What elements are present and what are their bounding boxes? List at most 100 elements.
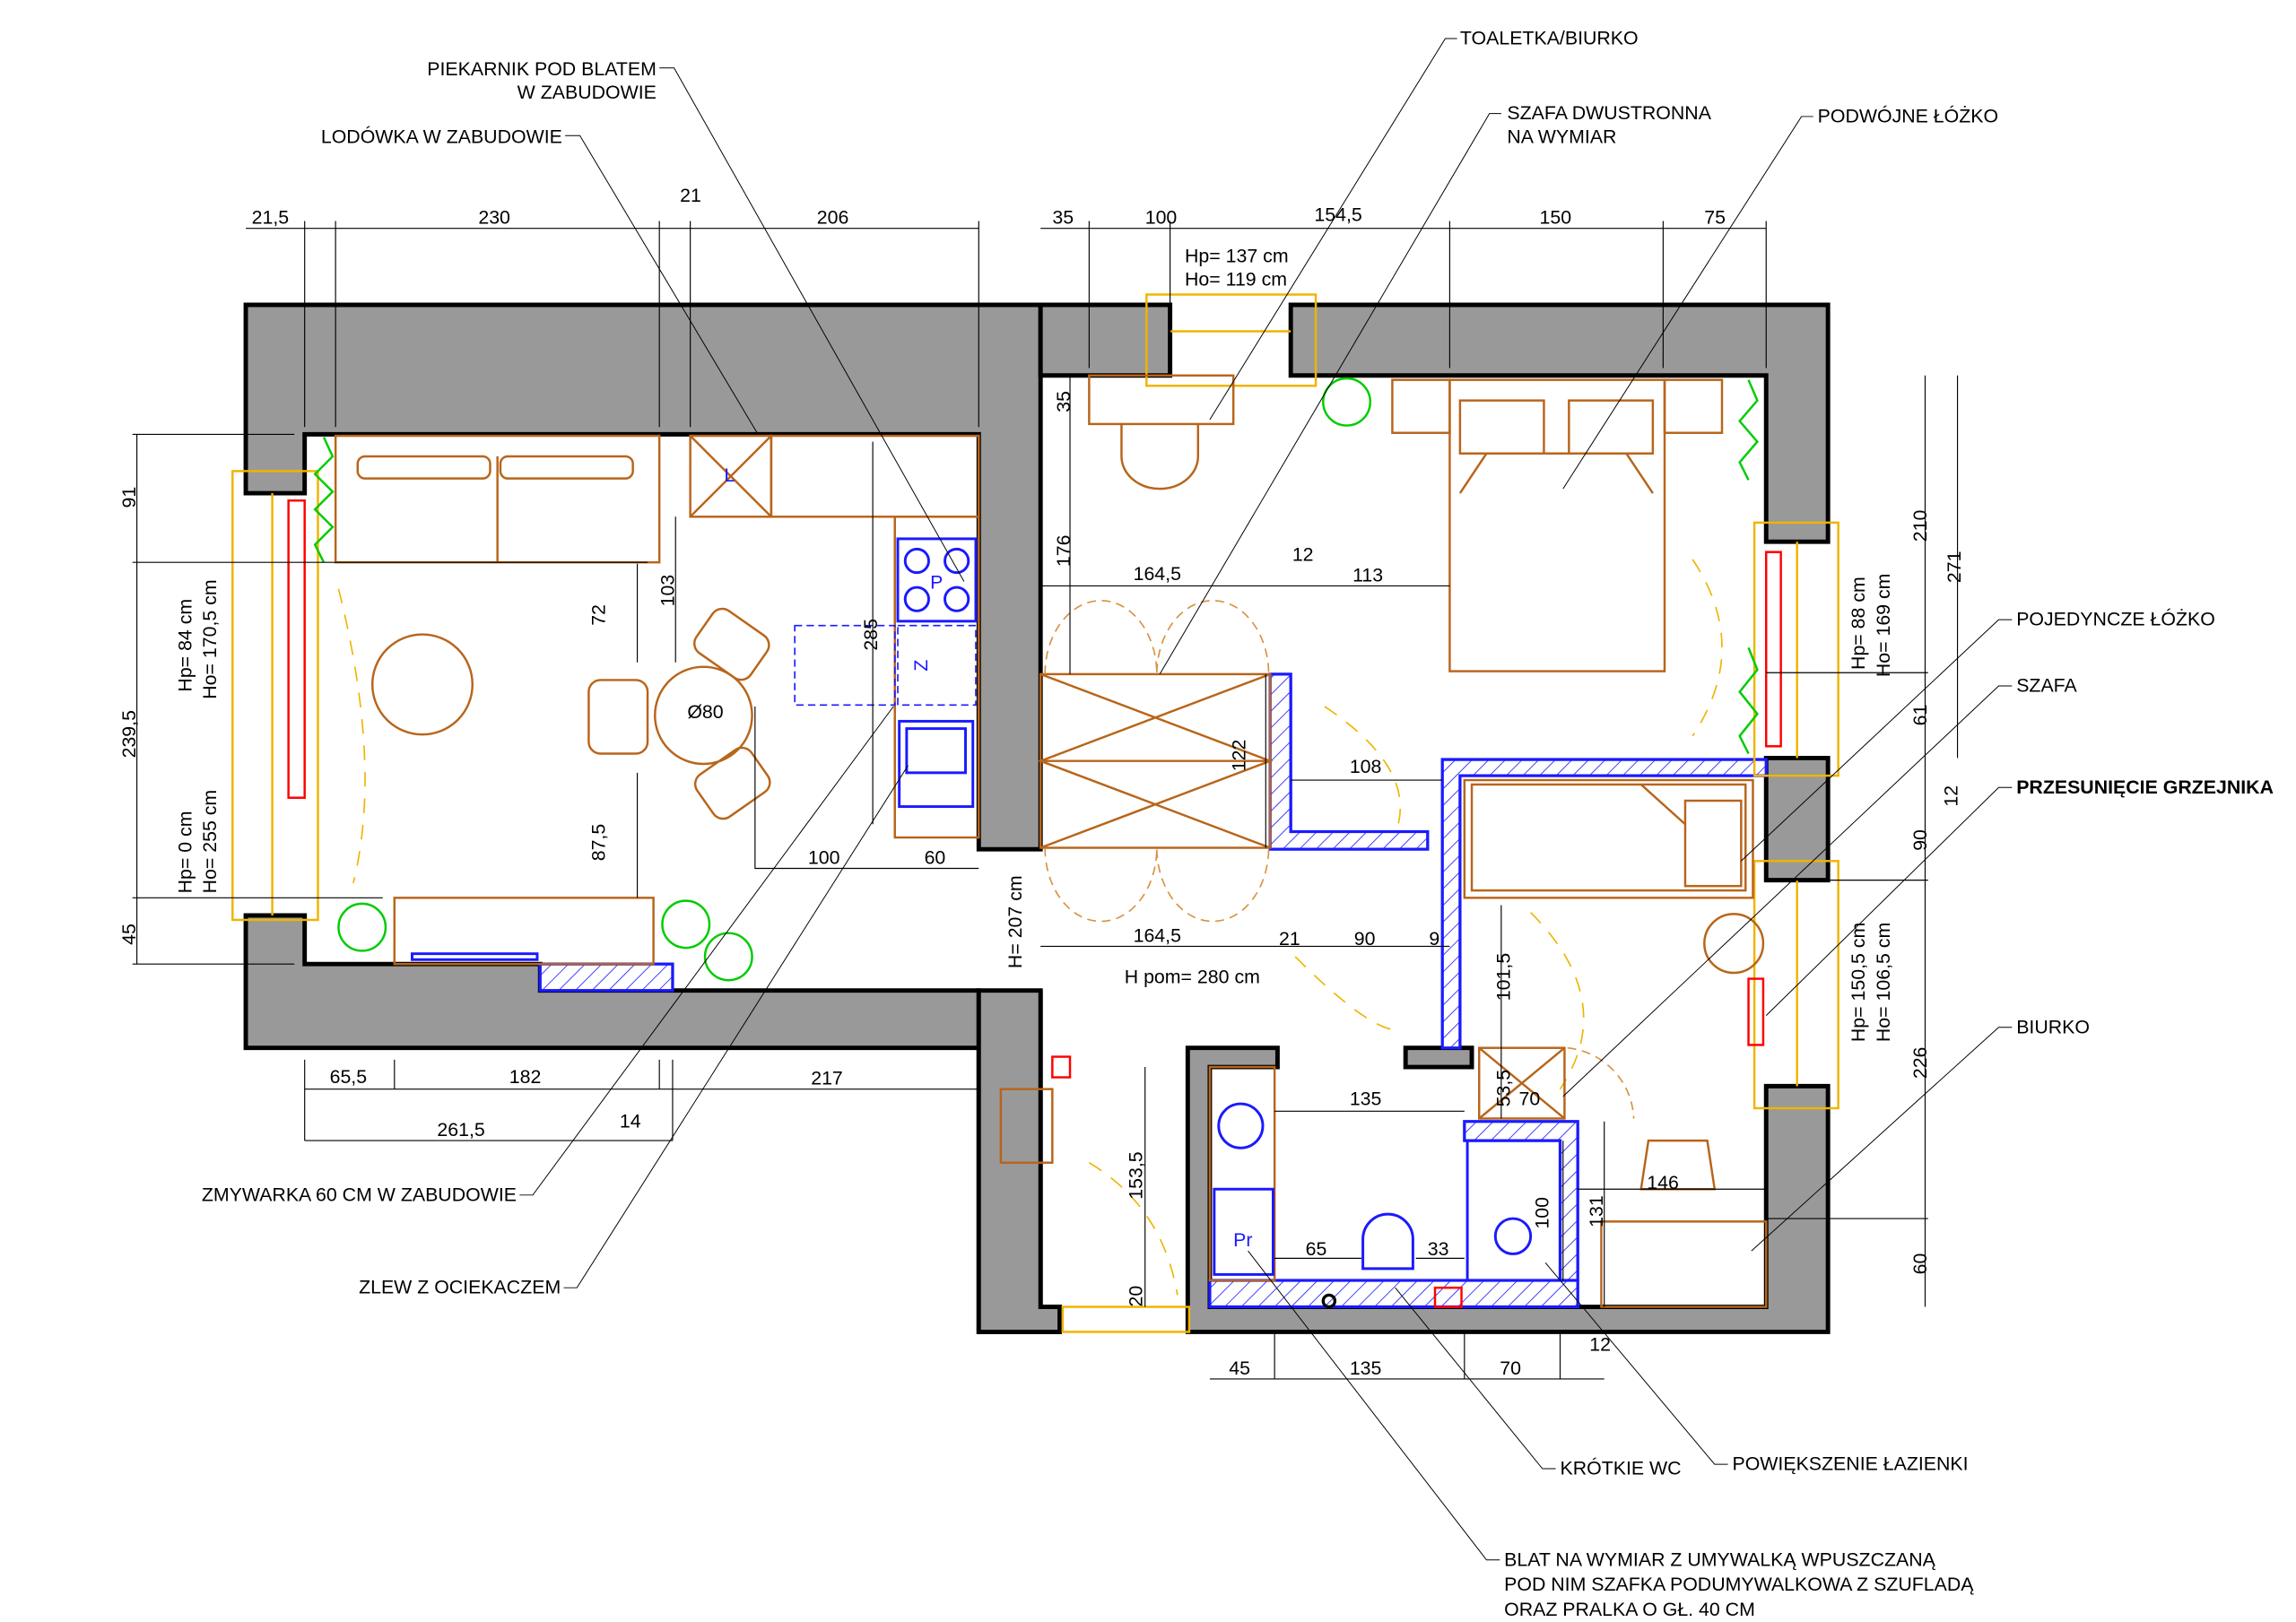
radiator-niche <box>538 962 674 993</box>
dim-label: 65 <box>1306 1238 1327 1260</box>
dim-label: 206 <box>817 207 849 229</box>
leader-lines <box>519 38 2013 1561</box>
chair <box>692 607 770 681</box>
radiator-right-1 <box>1765 551 1782 748</box>
dim-label: Ø80 <box>687 701 723 723</box>
wall-left-block <box>243 302 1043 852</box>
dim-label: 53,5 <box>1493 1070 1515 1107</box>
dim-label: 153,5 <box>1125 1151 1146 1199</box>
dim-label: 33 <box>1428 1238 1449 1260</box>
washer-symbol: Pr <box>1233 1229 1252 1251</box>
label-wc: KRÓTKIE WC <box>1560 1457 1681 1479</box>
dim-label: 75 <box>1704 207 1726 229</box>
radiator-right-2 <box>1747 977 1765 1046</box>
dining-table <box>654 665 753 766</box>
shower-tray <box>1465 1139 1561 1282</box>
label-desk: BIURKO <box>2016 1016 2090 1037</box>
dim-label: 100 <box>808 847 840 869</box>
desk-vanity <box>1088 374 1235 490</box>
window-right-1 <box>1752 521 1839 777</box>
dim-label: 60 <box>1909 1253 1931 1275</box>
dim-label: 226 <box>1909 1047 1931 1080</box>
dim-label: 21,5 <box>252 207 290 229</box>
label-sink: ZLEW Z OCIEKACZEM <box>359 1277 561 1298</box>
chair <box>693 746 771 820</box>
dim-label: 103 <box>657 575 679 607</box>
label-double-bed: PODWÓJNE ŁÓŻKO <box>1818 105 1998 127</box>
dim-label: 100 <box>1145 207 1178 229</box>
dim-label: 150 <box>1540 207 1572 229</box>
dim-label: 230 <box>478 207 510 229</box>
window-top-height: Ho= 119 cm <box>1185 269 1287 291</box>
label-oven: PIEKARNIK POD BLATEM <box>427 58 657 80</box>
dim-label: 164,5 <box>1134 563 1181 585</box>
label-fridge: LODÓWKA W ZABUDOWIE <box>321 125 562 147</box>
kitchen-counter <box>893 516 980 839</box>
curtain <box>313 437 335 563</box>
dim-label: 100 <box>1531 1197 1552 1229</box>
label-countertop-3: ORAZ PRALKA O GŁ. 40 CM <box>1504 1599 1755 1620</box>
dim-label: 164,5 <box>1134 925 1181 947</box>
dim-label: 12 <box>1292 544 1314 566</box>
label-countertop: BLAT NA WYMIAR Z UMYWALKĄ WPUSZCZANĄ <box>1504 1548 1936 1570</box>
sideboard <box>393 897 655 966</box>
curtain <box>1738 646 1759 755</box>
plant-icon <box>703 932 753 982</box>
label-oven-2: W ZABUDOWIE <box>517 82 657 103</box>
washing-machine <box>1213 1187 1274 1276</box>
wall-top-right-1 <box>1038 302 1173 378</box>
dim-label: 20 <box>1125 1286 1146 1307</box>
furniture: L P Z <box>334 374 1768 1309</box>
dim-label: 113 <box>1352 565 1383 586</box>
dim-label: 60 <box>925 847 946 869</box>
oven <box>898 719 975 809</box>
window-sill-height: Hp= 88 cm <box>1848 577 1869 670</box>
window-left <box>231 470 319 922</box>
plant-icon <box>1322 377 1372 427</box>
tv <box>411 952 539 961</box>
label-dishwasher: ZMYWARKA 60 CM W ZABUDOWIE <box>202 1184 517 1205</box>
plant-icon <box>337 902 387 952</box>
label-wardrobe: SZAFA <box>2016 675 2077 697</box>
window-sill-height: Hp= 84 cm <box>174 599 196 692</box>
dim-label: 45 <box>118 924 140 945</box>
cooktop <box>896 537 978 623</box>
dim-label: 35 <box>1053 391 1074 412</box>
label-double-wardrobe: SZAFA DWUSTRONNA <box>1507 102 1711 124</box>
dim-label: 12 <box>1589 1334 1611 1356</box>
label-double-wardrobe-2: NA WYMIAR <box>1507 126 1616 147</box>
window-sill-height: Hp= 150,5 cm <box>1848 923 1869 1042</box>
kitchen-upper-cabinets <box>770 434 980 518</box>
dim-label: 45 <box>1229 1357 1250 1379</box>
toilet <box>1361 1212 1414 1271</box>
dim-label: 176 <box>1053 534 1074 567</box>
plants <box>313 377 1760 982</box>
dim-label: 87,5 <box>587 824 609 862</box>
dim-label: 35 <box>1052 207 1074 229</box>
double-wardrobe <box>1037 600 1274 923</box>
window-top-height: Ho= 169 cm <box>1873 574 1894 678</box>
dim-label: 21 <box>680 185 701 206</box>
door-swings <box>337 559 1723 1296</box>
window-top-height: Ho= 106,5 cm <box>1873 923 1894 1042</box>
dim-label: 12 <box>1941 785 1962 807</box>
label-bathroom: POWIĘKSZENIE ŁAZIENKI <box>1732 1453 1968 1475</box>
rug <box>370 633 474 736</box>
dim-label: 146 <box>1647 1172 1679 1193</box>
dishwasher-open <box>794 624 896 707</box>
curtain <box>1738 379 1760 481</box>
door-balcony <box>1061 1305 1191 1333</box>
windows <box>231 293 1839 1333</box>
label-radiator: PRZESUNIĘCIE GRZEJNIKA <box>2016 776 2274 798</box>
dim-label: 135 <box>1350 1089 1382 1110</box>
wardrobe-partition <box>1268 672 1430 851</box>
dim-label: 135 <box>1350 1357 1382 1379</box>
window-sill-height: Hp= 0 cm <box>174 811 196 894</box>
bathroom-fixtures: Pr <box>1208 1065 1561 1309</box>
desk <box>1600 1139 1768 1308</box>
dim-label: 70 <box>1500 1357 1521 1379</box>
sofa <box>334 434 661 564</box>
wardrobe <box>1477 1046 1566 1120</box>
dim-label: 239,5 <box>118 710 140 758</box>
chair <box>587 679 649 755</box>
